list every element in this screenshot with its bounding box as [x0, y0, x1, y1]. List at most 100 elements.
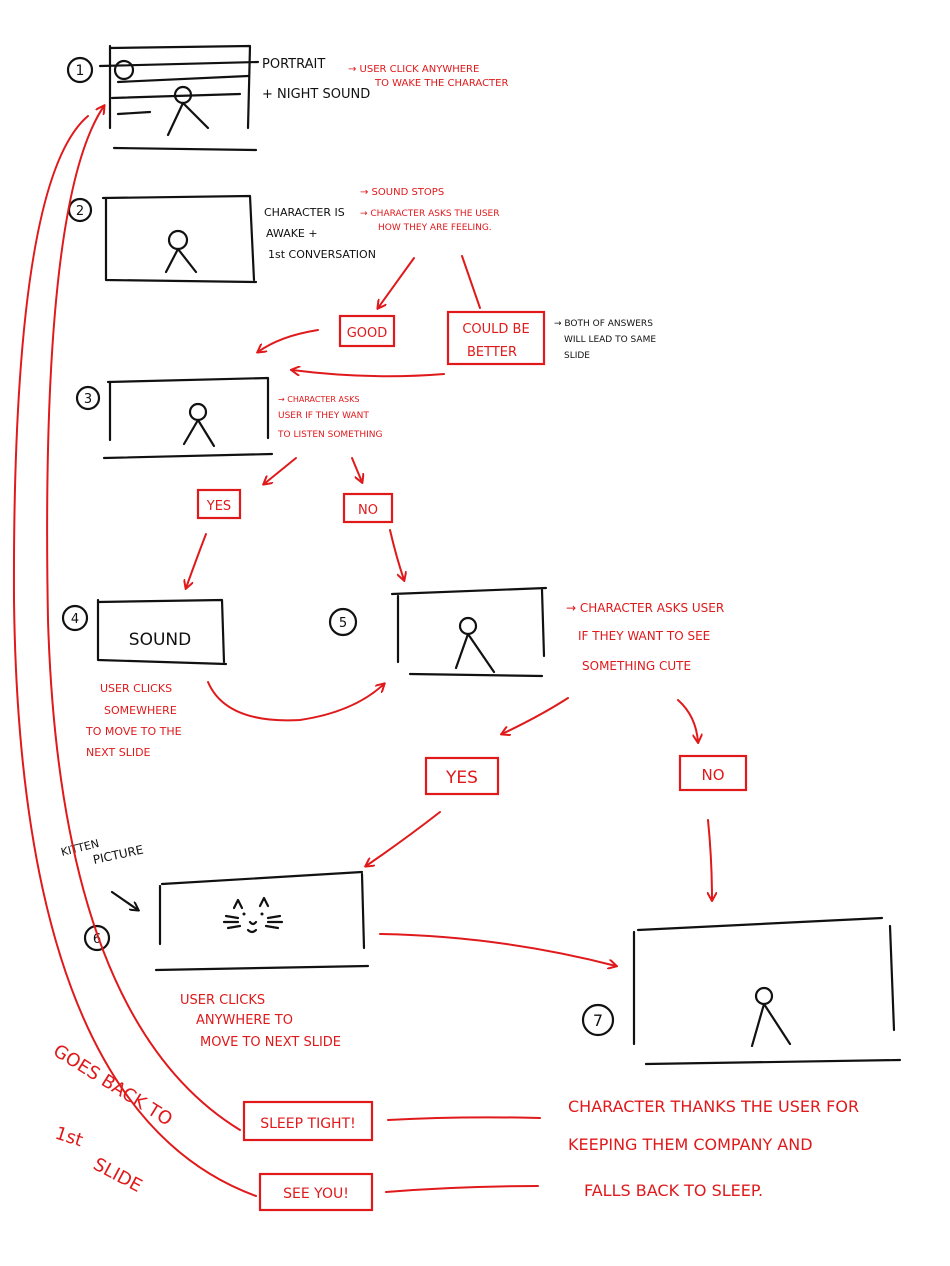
arrow-to-no [351, 457, 362, 482]
step-4-action-line-2: SOMEWHERE [104, 704, 177, 717]
character-body-icon [750, 1002, 792, 1048]
step-number-circle [83, 924, 111, 952]
step-number-circle [61, 604, 89, 632]
answers-feeling-note-line-2: WILL LEAD TO SAME [564, 335, 656, 345]
answer-no-cute-box [678, 754, 748, 792]
character-head-icon [458, 616, 478, 636]
loop-arrow-see-you [12, 115, 257, 1197]
arrow-step-4-to-step-5 [207, 681, 384, 722]
step-6: KITTEN PICTURE 6 USER CLICKS ANYWHERE TO… [60, 837, 616, 1050]
step-6-action-line-2: ANYWHERE TO [196, 1013, 293, 1028]
step-1-action-line-1: → USER CLICK ANYWHERE [348, 64, 479, 75]
step-2-action-2-line-2: HOW THEY ARE FEELING. [378, 223, 492, 233]
character-body-icon [164, 247, 198, 274]
step-7: 7 [581, 916, 902, 1066]
answer-yes-cute-box [424, 756, 500, 796]
loop-label-line-1: GOES BACK TO [49, 1040, 176, 1130]
step-number: 2 [76, 204, 84, 219]
sound-screen-sketch [96, 598, 228, 666]
answer-could-be-better-line-2: BETTER [467, 345, 517, 360]
step-2-action-2-line-1: → CHARACTER ASKS THE USER [360, 209, 499, 219]
arrow-step-6-to-step-7 [379, 933, 616, 966]
kitten-label-arrow [110, 890, 138, 910]
character-head-icon [167, 229, 189, 251]
answers-feeling-note-line-1: → BOTH OF ANSWERS [554, 319, 653, 329]
arrow-good-to-step-3 [258, 329, 319, 352]
step-number-circle [328, 607, 358, 637]
step-3-action-line-1: → CHARACTER ASKS [278, 395, 359, 404]
step-1: 1 PORTRAIT + NIGHT SOUND → USER CLICK AN… [66, 44, 508, 152]
step-number: 3 [84, 392, 92, 407]
step-1-note-line-1: PORTRAIT [262, 57, 325, 72]
step-4: 4 SOUND USER CLICKS SOMEWHERE TO MOVE TO… [61, 598, 384, 759]
step-4-action-line-4: NEXT SLIDE [86, 746, 151, 759]
character-body-icon [182, 418, 216, 448]
step-3-action-line-3: TO LISTEN SOMETHING [277, 430, 383, 440]
ending-note-line-3: FALLS BACK TO SLEEP. [584, 1181, 763, 1200]
answers-feeling: GOOD COULD BE BETTER → BOTH OF ANSWERS W… [258, 310, 656, 378]
step-6-action-line-3: MOVE TO NEXT SLIDE [200, 1035, 341, 1050]
step-3-action-line-2: USER IF THEY WANT [278, 411, 369, 421]
step-number-circle [75, 385, 101, 411]
step-4-action-line-3: TO MOVE TO THE [85, 725, 182, 738]
loop-arrow-sleep-tight [46, 106, 241, 1131]
step-4-action-line-1: USER CLICKS [100, 682, 172, 695]
question-screen-sketch [390, 586, 548, 678]
step-1-action-line-2: TO WAKE THE CHARACTER [374, 78, 508, 89]
step-number-circle [581, 1003, 615, 1037]
loop-back: GOES BACK TO 1st SLIDE [12, 106, 257, 1197]
answer-yes-label: YES [206, 499, 231, 514]
step-number: 7 [593, 1011, 603, 1030]
answer-no-label: NO [358, 503, 378, 518]
step-5-action-line-2: IF THEY WANT TO SEE [578, 629, 710, 643]
kitten-screen-sketch [154, 870, 370, 972]
step-2-note-line-3: 1st CONVERSATION [268, 248, 376, 261]
arrow-to-yes [264, 457, 297, 484]
arrow-better-to-step-3 [292, 370, 445, 378]
step-3: 3 → CHARACTER ASKS USER IF THEY WANT TO … [75, 376, 383, 484]
character-head-icon [188, 402, 208, 422]
answers-listen: YES NO [186, 488, 404, 588]
step-6-label-line-2: PICTURE [92, 843, 145, 867]
step-2-note-line-2: AWAKE + [266, 227, 318, 240]
arrow-no-to-step-5 [389, 529, 404, 580]
arrow-to-no-cute [677, 699, 698, 742]
see-you-label: SEE YOU! [283, 1186, 349, 1202]
kitten-face-icon [222, 896, 284, 934]
answer-yes-cute-label: YES [445, 768, 478, 788]
sound-screen-text: SOUND [129, 630, 191, 650]
step-5-action-line-1: → CHARACTER ASKS USER [566, 601, 724, 615]
ending-note-line-1: CHARACTER THANKS THE USER FOR [568, 1097, 859, 1116]
loop-label-line-3: SLIDE [90, 1154, 146, 1197]
connector-see-you [385, 1185, 539, 1193]
moon-icon [113, 59, 135, 81]
answer-yes-box [196, 488, 242, 520]
arrow-to-yes-cute [502, 697, 569, 734]
portrait-screen-sketch [98, 44, 260, 152]
arrow-to-good [378, 257, 415, 308]
connector-sleep-tight [387, 1116, 541, 1121]
sleep-screen-sketch [632, 916, 902, 1066]
arrow-yes-to-step-4 [186, 533, 207, 588]
sleep-tight-label: SLEEP TIGHT! [260, 1116, 356, 1132]
step-number: 5 [339, 616, 347, 631]
answer-good-label: GOOD [347, 326, 388, 341]
answer-could-be-better-line-1: COULD BE [462, 322, 529, 337]
ending-note-line-2: KEEPING THEM COMPANY AND [568, 1135, 813, 1154]
character-head-icon [754, 986, 774, 1006]
sleep-tight-box [242, 1100, 374, 1142]
answer-good-box [338, 314, 396, 348]
step-6-action-line-1: USER CLICKS [180, 993, 265, 1008]
answer-no-cute-label: NO [701, 766, 724, 784]
step-2: 2 CHARACTER IS AWAKE + 1st CONVERSATION … [67, 187, 499, 309]
step-number-circle [66, 56, 94, 84]
awake-screen-sketch [101, 194, 258, 284]
answers-cute: YES NO [366, 754, 748, 900]
step-5-action-line-3: SOMETHING CUTE [582, 659, 691, 673]
step-number: 6 [93, 932, 101, 947]
answers-feeling-note-line-3: SLIDE [564, 351, 590, 361]
line-to-could-be-better [461, 255, 481, 309]
arrow-yes-cute-to-step-6 [366, 811, 441, 866]
ending: SLEEP TIGHT! SEE YOU! CHARACTER THANKS T… [242, 1097, 859, 1212]
